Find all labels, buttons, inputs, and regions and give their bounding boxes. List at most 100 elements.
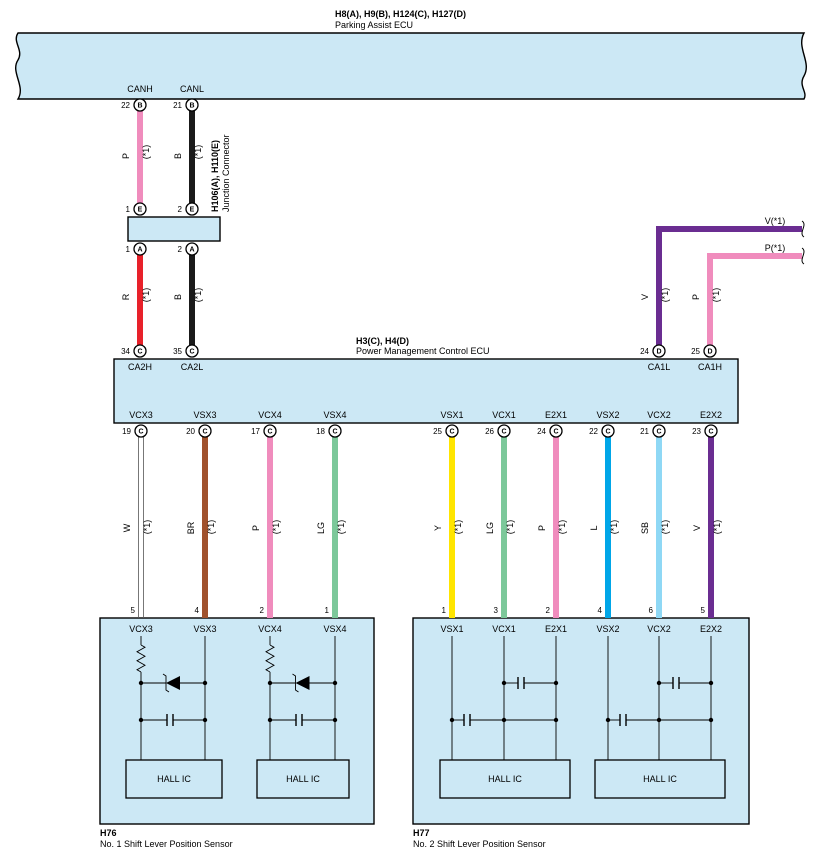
pm-bot-term-3: VSX4 xyxy=(323,410,346,420)
parking-ecu-connectors: H8(A), H9(B), H124(C), H127(D) xyxy=(335,9,466,19)
junction-dot xyxy=(656,717,662,723)
pm-bot-term-2: VCX4 xyxy=(258,410,282,420)
right-term-0: CA1L xyxy=(648,362,671,372)
ecu-top-conn-1-letter: B xyxy=(189,103,194,110)
pm-top-conn-1-circle xyxy=(185,344,199,358)
junction-dot xyxy=(656,680,662,686)
sensor-wire-note-6: (*1) xyxy=(557,520,567,535)
sensor2-hall-ic-1-box xyxy=(594,759,726,799)
sensor1-resistor-1 xyxy=(265,644,275,673)
sensor-wire-note-1: (*1) xyxy=(206,520,216,535)
sensor-pin-3: 1 xyxy=(325,606,330,615)
ecu-top-conn-0-circle xyxy=(133,98,147,112)
sensor-wire-color-3: LG xyxy=(316,522,326,534)
sensor2-hall-ic-1-label: HALL IC xyxy=(643,774,677,784)
pm-bot-conn-0-circle xyxy=(134,424,148,438)
lower-color-0: R xyxy=(121,293,131,300)
junction-dot xyxy=(708,680,714,686)
sensor-term-4: VSX1 xyxy=(440,624,463,634)
pm-bot-conn-5-circle xyxy=(497,424,511,438)
junction-top-conn-0-circle xyxy=(133,202,147,216)
sensor-pin-5: 3 xyxy=(494,606,499,615)
sensor1-hall-ic-1-label: HALL IC xyxy=(286,774,320,784)
pm-bot-conn-2-circle xyxy=(263,424,277,438)
pm-top-pin-1: 35 xyxy=(173,347,182,356)
pm-bot-conn-3-letter: C xyxy=(332,429,337,436)
junction-top-conn-0-letter: E xyxy=(138,207,143,214)
sensor1-hall-ic-0-label: HALL IC xyxy=(157,774,191,784)
pm-bot-conn-0-letter: C xyxy=(138,429,143,436)
pm-bot-conn-3-circle xyxy=(328,424,342,438)
junction-top-conn-1-letter: E xyxy=(190,207,195,214)
pm-bot-conn-2-letter: C xyxy=(267,429,272,436)
ecu-top-conn-1-circle xyxy=(185,98,199,112)
sensor2-hall-ic-0-box xyxy=(439,759,571,799)
junction-dot xyxy=(449,717,455,723)
sensor-internals: HALL IC HALL IC HALL IC HALL IC xyxy=(125,636,726,799)
pm-bot-conn-1-letter: C xyxy=(202,429,207,436)
pm-bot-conn-4-letter: C xyxy=(449,429,454,436)
sensor-wire-color-7: L xyxy=(589,525,599,530)
sensor1-id: H76 xyxy=(100,828,117,838)
pm-bot-pin-7: 22 xyxy=(589,427,598,436)
right-end-label-1: P(*1) xyxy=(765,243,786,253)
pm-bot-term-0: VCX3 xyxy=(129,410,153,420)
pm-bot-conn-5-letter: C xyxy=(501,429,506,436)
right-conn-0-letter: D xyxy=(656,349,661,356)
sensor1-resistor-0 xyxy=(136,644,146,673)
pm-top-term-0: CA2H xyxy=(128,362,152,372)
pm-ecu-connectors: H3(C), H4(D) xyxy=(356,336,409,346)
sensor1-zener-0-triangle xyxy=(166,676,180,690)
sensor-wire-color-8: SB xyxy=(640,522,650,534)
pm-ecu-name: Power Management Control ECU xyxy=(356,346,490,356)
sensor-wire-color-9: V xyxy=(692,525,702,531)
sensor-pin-8: 6 xyxy=(649,606,654,615)
right-conn-1-circle xyxy=(703,344,717,358)
sensor-wire-color-2: P xyxy=(251,525,261,531)
sensor1-hall-ic-1-box xyxy=(256,759,350,799)
junction-connector-box xyxy=(127,216,221,242)
junction-connectors: H106(A), H110(E) xyxy=(210,140,220,212)
ecu-top-conn-0-letter: B xyxy=(137,103,142,110)
pm-bot-term-6: E2X1 xyxy=(545,410,567,420)
sensor-pin-6: 2 xyxy=(546,606,551,615)
pm-bot-pin-5: 26 xyxy=(485,427,494,436)
sensor-pin-4: 1 xyxy=(442,606,447,615)
junction-dot xyxy=(202,717,208,723)
pm-bot-conn-7-letter: C xyxy=(605,429,610,436)
pm-bot-term-7: VSX2 xyxy=(596,410,619,420)
right-note-1: (*1) xyxy=(711,288,721,303)
sensor1-name: No. 1 Shift Lever Position Sensor xyxy=(100,839,233,849)
sensor2-name: No. 2 Shift Lever Position Sensor xyxy=(413,839,546,849)
sensor1-zener-1-bar xyxy=(292,673,299,693)
junction-bot-pin-1: 2 xyxy=(178,245,183,254)
right-color-1: P xyxy=(691,294,701,300)
sensor2-hall-ic-0-label: HALL IC xyxy=(488,774,522,784)
junction-dot xyxy=(138,717,144,723)
pm-bot-conn-8-circle xyxy=(652,424,666,438)
junction-bot-conn-1-letter: A xyxy=(189,247,194,254)
junction-name: Junction Connector xyxy=(221,134,231,212)
pm-bot-pin-2: 17 xyxy=(251,427,260,436)
sensor-wire-note-0: (*1) xyxy=(142,520,152,535)
sensor-wire-note-9: (*1) xyxy=(712,520,722,535)
pm-bot-pin-1: 20 xyxy=(186,427,195,436)
junction-bot-conn-0-letter: A xyxy=(137,247,142,254)
junction-dot xyxy=(708,717,714,723)
sensor-pin-2: 2 xyxy=(260,606,265,615)
sensor-wire-note-3: (*1) xyxy=(336,520,346,535)
junction-dot xyxy=(332,717,338,723)
pm-bot-pin-3: 18 xyxy=(316,427,325,436)
sensor-pin-1: 4 xyxy=(195,606,200,615)
junction-bot-pin-0: 1 xyxy=(126,245,131,254)
sensor-wire-color-0: W xyxy=(122,523,132,532)
pm-bot-pin-0: 19 xyxy=(122,427,131,436)
right-note-0: (*1) xyxy=(660,288,670,303)
sensor-pin-7: 4 xyxy=(598,606,603,615)
sensor-wire-color-1: BR xyxy=(186,521,196,534)
sensor-wire-note-8: (*1) xyxy=(660,520,670,535)
right-conn-0-circle xyxy=(652,344,666,358)
sensor-term-5: VCX1 xyxy=(492,624,516,634)
junction-dot xyxy=(267,680,273,686)
